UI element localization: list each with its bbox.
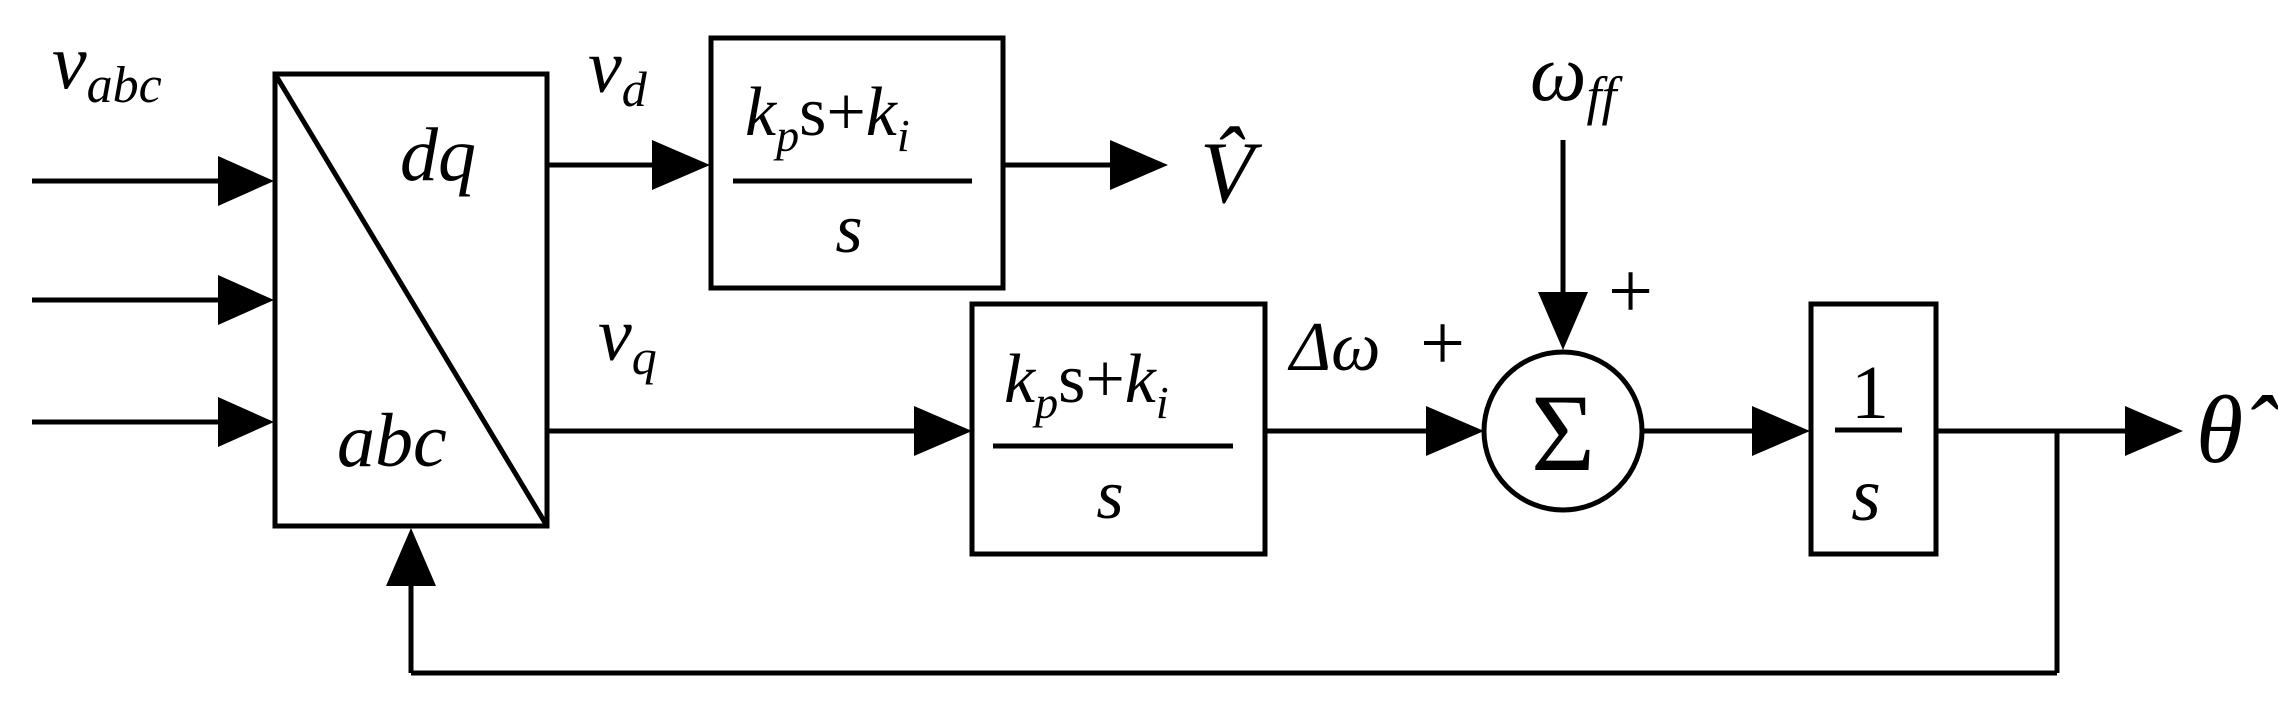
sigma-symbol: Σ bbox=[1531, 372, 1595, 494]
vhat-label: V̂ bbox=[1200, 125, 1263, 222]
integrator-numerator: 1 bbox=[1851, 351, 1889, 435]
feedback-loop bbox=[386, 431, 2060, 676]
theta-output-signal bbox=[1936, 406, 2183, 456]
summer-output-signal bbox=[1642, 406, 1810, 456]
integrator-block: 1 s bbox=[1808, 301, 1939, 557]
delta-omega-label: Δω bbox=[1287, 309, 1381, 386]
plus-sign-delta: + bbox=[1420, 300, 1465, 388]
pi-controller-top: kps+ki s bbox=[708, 35, 1006, 291]
theta-hat-label: θ̂ bbox=[2196, 376, 2278, 483]
abc-dq-transform-block: dq abc bbox=[272, 71, 550, 529]
pi-top-denominator: s bbox=[835, 191, 862, 268]
pi-bottom-numerator: kps+ki bbox=[1004, 341, 1169, 428]
integrator-denominator: s bbox=[1851, 453, 1881, 537]
vd-signal bbox=[547, 140, 710, 190]
omega-ff-signal bbox=[1538, 140, 1588, 350]
vabc-label: vabc bbox=[52, 18, 162, 114]
vq-label: vq bbox=[598, 293, 657, 385]
feedback-arrow bbox=[386, 528, 436, 586]
summing-junction: Σ bbox=[1481, 349, 1645, 513]
input-arrow-c bbox=[218, 397, 274, 447]
delta-omega-signal bbox=[1265, 406, 1484, 456]
vq-signal bbox=[547, 406, 972, 456]
input-lines bbox=[32, 156, 274, 447]
pi-top-numerator: kps+ki bbox=[745, 74, 910, 161]
omega-ff-label: ωff bbox=[1530, 30, 1623, 126]
transform-abc-label: abc bbox=[337, 399, 447, 483]
plus-sign-ff: + bbox=[1608, 248, 1653, 336]
pi-bottom-denominator: s bbox=[1096, 457, 1123, 534]
pi-controller-bottom: kps+ki s bbox=[969, 301, 1268, 557]
input-arrow-a bbox=[218, 156, 274, 206]
vhat-output bbox=[1003, 140, 1168, 190]
input-arrow-b bbox=[218, 275, 274, 325]
vd-label: vd bbox=[588, 25, 648, 117]
transform-dq-label: dq bbox=[400, 113, 476, 197]
